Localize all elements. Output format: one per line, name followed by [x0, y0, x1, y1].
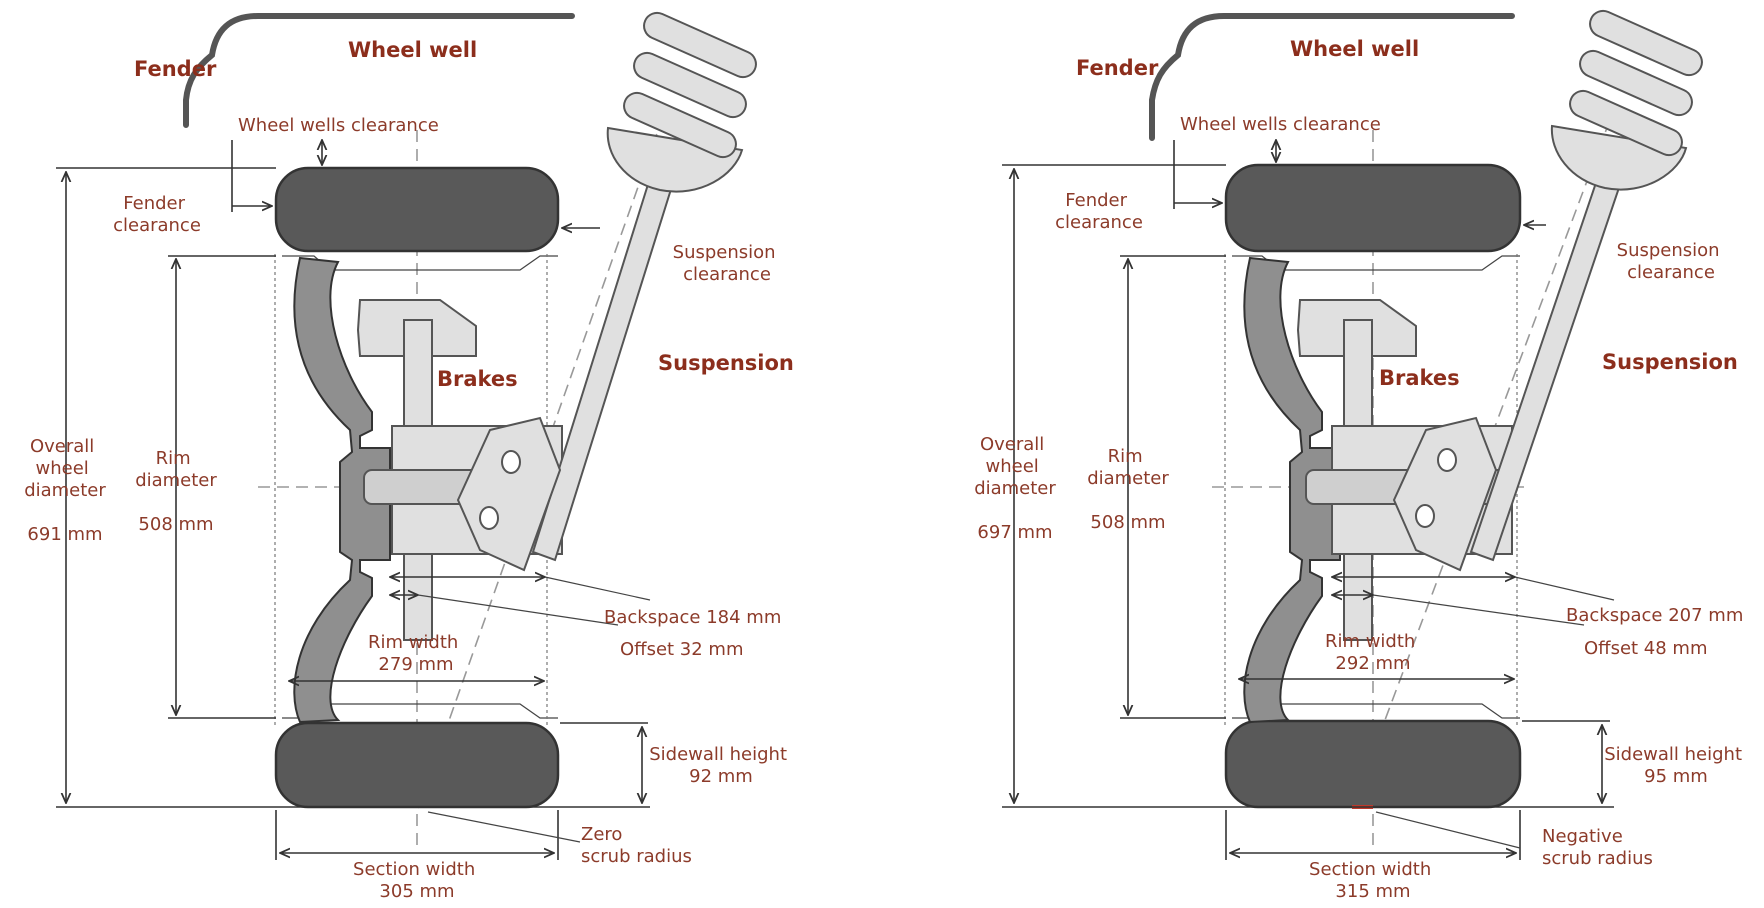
backspace-label: Backspace 207 mm — [1566, 605, 1743, 626]
brakes-label: Brakes — [1379, 366, 1460, 390]
rim-diameter-value: 508 mm — [1090, 512, 1165, 533]
suspension-label: Suspension — [1602, 350, 1738, 374]
suspension-clearance-label: Suspension clearance — [1617, 240, 1726, 283]
brakes-label: Brakes — [437, 367, 518, 391]
knuckle-bolt-hole — [1415, 504, 1435, 528]
scrub-radius-leader — [1375, 811, 1521, 849]
backspace-leader — [544, 576, 651, 601]
fender-label: Fender — [1076, 56, 1159, 80]
overall-wheel-diameter-value: 697 mm — [977, 522, 1052, 543]
offset-leader — [1372, 594, 1585, 626]
sidewall-height-label: Sidewall height 92 mm — [649, 744, 793, 787]
coil-spring — [1569, 9, 1703, 157]
rim-disc — [293, 256, 391, 724]
backspace-label: Backspace 184 mm — [604, 607, 781, 628]
knuckle-bolt-hole — [501, 450, 521, 474]
section-width-label: Section width 305 mm — [353, 859, 481, 902]
backspace-leader — [1514, 576, 1615, 601]
fender-outline — [1149, 13, 1515, 141]
diagram-zero-scrub: Fender Wheel well Wheel wells clearance … — [24, 11, 794, 902]
wheel-wells-clearance-label: Wheel wells clearance — [238, 115, 439, 136]
strut-mount — [1550, 124, 1688, 191]
tire-top — [1224, 163, 1522, 253]
suspension-label: Suspension — [658, 351, 794, 375]
steering-knuckle — [456, 416, 562, 572]
rim-diameter-label: Rim diameter — [1087, 446, 1169, 489]
scrub-radius-label: Zero scrub radius — [581, 824, 692, 867]
scrub-radius-label: Negative scrub radius — [1542, 826, 1653, 869]
rim-barrel-top — [1232, 255, 1520, 271]
fender-clearance-label: Fender clearance — [1055, 190, 1143, 233]
fender-outline — [183, 13, 575, 128]
rim-disc — [1243, 256, 1341, 724]
knuckle-bolt-hole — [1437, 448, 1457, 472]
knuckle-bolt-hole — [479, 506, 499, 530]
offset-label: Offset 32 mm — [620, 639, 744, 660]
scrub-radius-leader — [427, 811, 581, 843]
tire-bottom — [1224, 719, 1522, 809]
tire-bottom — [274, 721, 560, 809]
overall-wheel-diameter-value: 691 mm — [27, 524, 102, 545]
rim-diameter-label: Rim diameter — [135, 448, 217, 491]
wheel-well-label: Wheel well — [348, 38, 477, 62]
wheel-wells-clearance-label: Wheel wells clearance — [1180, 114, 1381, 135]
fender-label: Fender — [134, 57, 217, 81]
section-width-label: Section width 315 mm — [1309, 859, 1437, 902]
fender-clearance-label: Fender clearance — [113, 193, 201, 236]
suspension-clearance-label: Suspension clearance — [673, 242, 782, 285]
rim-diameter-value: 508 mm — [138, 514, 213, 535]
rim-width-label: Rim width 292 mm — [1325, 631, 1421, 674]
steering-knuckle — [1392, 416, 1498, 572]
rim-barrel-top — [282, 255, 558, 271]
diagram-negative-scrub: Fender Wheel well Wheel wells clearance … — [974, 9, 1748, 902]
offset-leader — [417, 594, 619, 626]
rim-width-label: Rim width 279 mm — [368, 632, 464, 675]
strut-mount — [606, 126, 744, 193]
tire-top — [274, 166, 560, 253]
overall-wheel-diameter-label: Overall wheel diameter — [974, 434, 1056, 499]
wheel-well-label: Wheel well — [1290, 37, 1419, 61]
overall-wheel-diameter-label: Overall wheel diameter — [24, 436, 106, 501]
coil-spring — [623, 11, 757, 159]
offset-label: Offset 48 mm — [1584, 638, 1708, 659]
sidewall-height-label: Sidewall height 95 mm — [1604, 744, 1748, 787]
